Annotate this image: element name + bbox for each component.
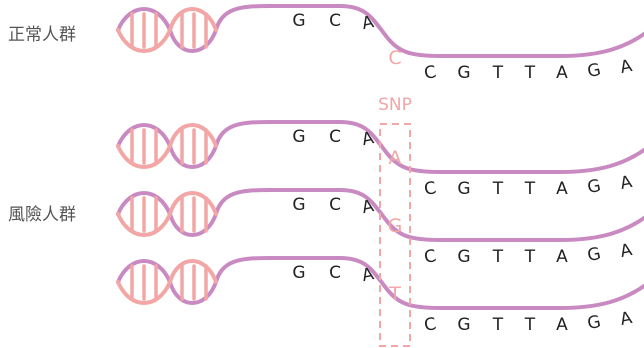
base-letter: G <box>292 11 305 31</box>
base-letter: T <box>492 315 504 335</box>
base-letter: T <box>524 63 536 83</box>
base-letter: C <box>329 195 341 215</box>
base-letter: T <box>524 247 536 267</box>
base-letter: A <box>360 264 376 286</box>
base-letter: A <box>556 315 568 335</box>
base-letter: C <box>423 246 438 268</box>
base-letter: A <box>360 196 376 218</box>
snp-highlight: SNP <box>378 95 412 347</box>
base-letter: G <box>457 247 470 267</box>
snp-variant: C <box>388 47 401 69</box>
base-letter: G <box>457 315 470 335</box>
base-letter: A <box>618 172 634 194</box>
base-letter: A <box>556 63 568 83</box>
base-letter: G <box>292 127 305 147</box>
risk-group-label: 風險人群 <box>8 205 76 225</box>
base-letter: C <box>329 11 341 31</box>
base-letter: A <box>618 308 634 330</box>
base-letter: G <box>586 60 603 82</box>
base-letter: A <box>556 247 568 267</box>
base-letter: G <box>292 263 305 283</box>
base-letter: A <box>556 179 568 199</box>
base-letter: T <box>492 63 504 83</box>
normal-group-label: 正常人群 <box>8 25 76 45</box>
base-letter: A <box>618 56 634 78</box>
base-letter: C <box>423 62 438 84</box>
base-letter: C <box>329 127 341 147</box>
base-letter: T <box>492 179 504 199</box>
snp-variant: T <box>388 283 401 305</box>
base-letter: C <box>423 314 438 336</box>
base-letter: A <box>618 240 634 262</box>
base-letter: A <box>360 12 376 34</box>
base-letter: C <box>329 263 341 283</box>
snp-dashed-box <box>379 123 411 347</box>
base-letter: T <box>524 315 536 335</box>
snp-variant: A <box>389 147 402 169</box>
base-letter: A <box>360 128 376 150</box>
base-letter: T <box>524 179 536 199</box>
base-letter: G <box>457 179 470 199</box>
base-letter: G <box>586 176 603 198</box>
base-letter: G <box>457 63 470 83</box>
base-letter: G <box>586 244 603 266</box>
base-letter: T <box>492 247 504 267</box>
snp-label: SNP <box>378 95 412 115</box>
base-letter: G <box>586 312 603 334</box>
base-letter: C <box>423 178 438 200</box>
strand-line <box>116 3 644 58</box>
base-letter: G <box>292 195 305 215</box>
snp-variant: G <box>388 215 403 237</box>
